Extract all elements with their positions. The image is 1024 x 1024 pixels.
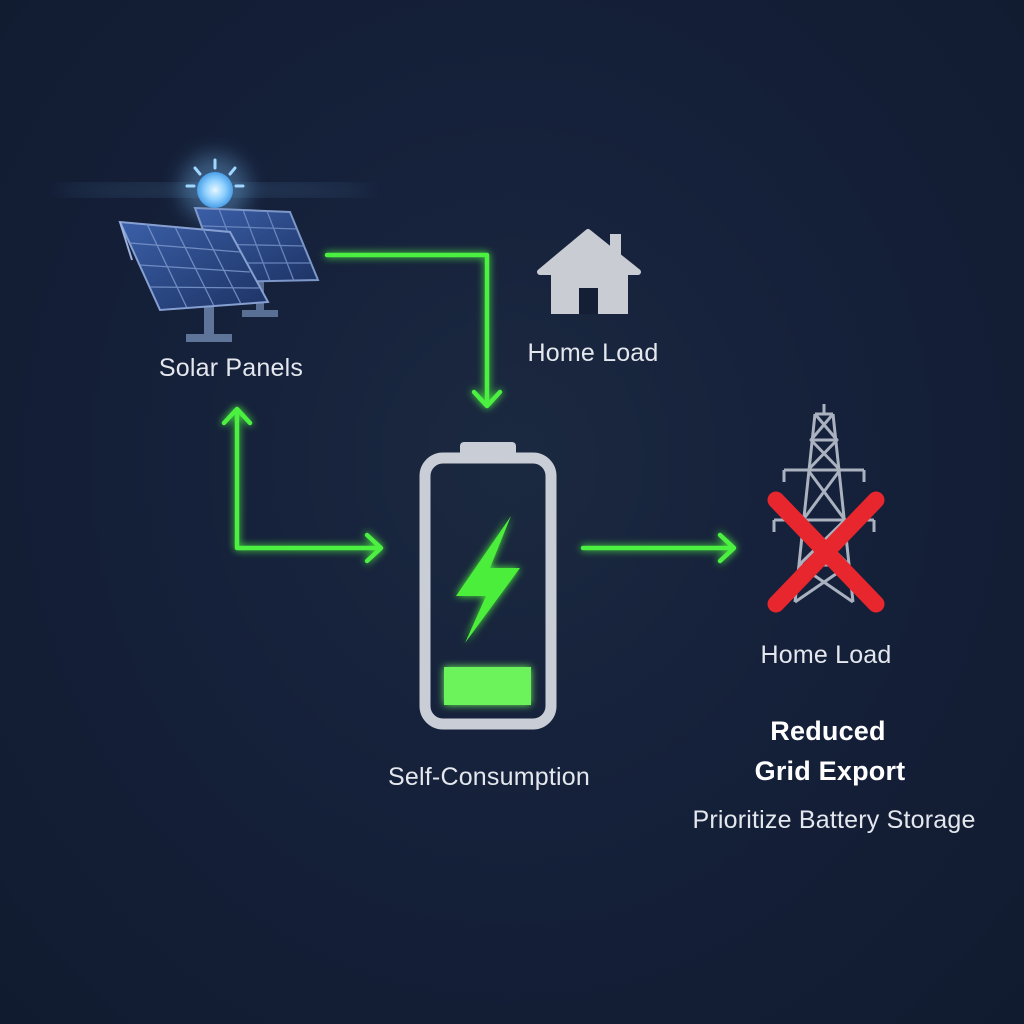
red-x-icon: [767, 491, 885, 613]
arrow-battery-loop: [234, 407, 383, 551]
battery-label: Self-Consumption: [388, 763, 590, 791]
sun-icon: [55, 154, 375, 222]
home-load-top-label: Home Load: [527, 339, 659, 367]
flow-arrows: [221, 252, 737, 564]
arrow-solar-to-battery: [324, 252, 490, 408]
house-icon: [537, 229, 641, 314]
solar-panel-icon: [118, 206, 320, 342]
battery-icon: [419, 442, 557, 730]
reduced-label: Reduced: [770, 716, 886, 746]
solar-panels-label: Solar Panels: [158, 354, 304, 382]
grid-export-label: Grid Export: [754, 756, 906, 786]
prioritize-label: Prioritize Battery Storage: [692, 806, 976, 834]
lightning-bolt-icon: [456, 516, 520, 643]
home-load-right-label: Home Load: [760, 641, 892, 669]
